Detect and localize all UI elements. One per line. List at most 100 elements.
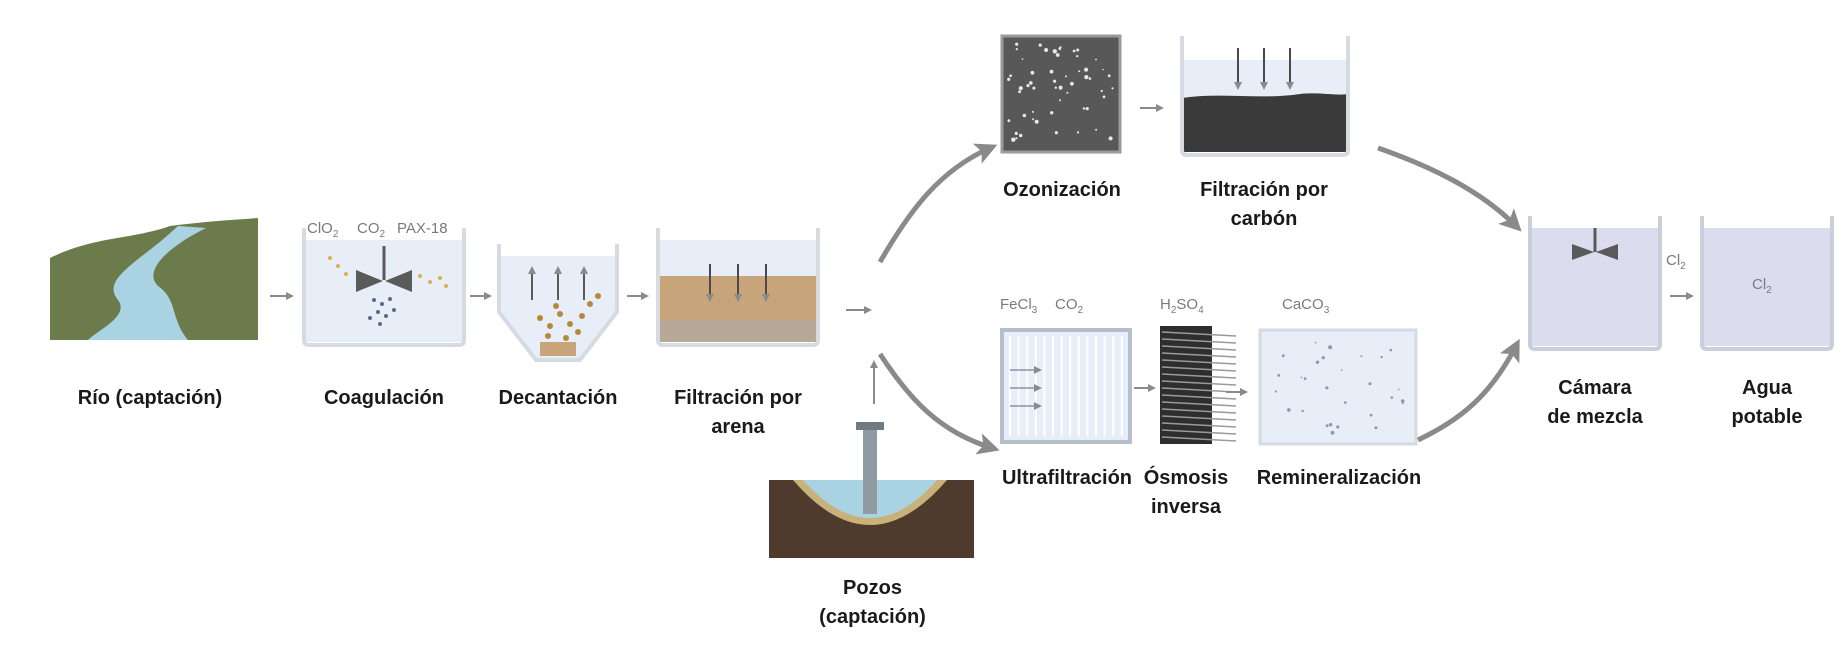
chem-cl2-tank: Cl2 [1752,276,1772,296]
ro-membrane-line [1161,345,1237,351]
chem-co2-uf: CO2 [1055,296,1084,316]
ozone-bubble [1072,49,1076,53]
mineral-particle [1328,423,1333,427]
ozone-bubble [1108,136,1113,141]
ozone-bubble [1007,77,1011,81]
ro-membrane-line [1161,331,1237,337]
ultrafiltration-unit [1000,328,1132,444]
mineral-particle [1325,386,1329,390]
ro-membrane-line [1161,359,1237,365]
ozone-bubble [1029,81,1033,85]
ozone-bubble [1031,110,1034,113]
ozone-bubble [1076,48,1080,52]
chem-caco3: CaCO3 [1282,296,1330,316]
mineral-particle [1321,356,1325,360]
mineral-particle [1374,426,1378,430]
ozone-bubble [1026,84,1030,88]
ozone-bubble [1044,48,1049,52]
ozone-bubble [1022,113,1027,118]
ro-membrane-line [1161,422,1237,428]
ozone-bubble [1059,99,1061,102]
ozone-bubble [1052,49,1058,54]
ozone-bubble [1015,137,1018,140]
ozone-bubble [1111,87,1114,90]
mineral-particle [1368,382,1372,386]
mineral-particle [1344,401,1347,404]
ozone-bubble [1030,70,1035,75]
ro-membrane-line [1161,408,1237,414]
ro-membrane-line [1161,415,1237,421]
mineral-particle [1340,369,1343,372]
mineral-particle [1328,345,1333,350]
ozone-bubble [1070,81,1074,86]
chem-clo2: ClO2 [307,220,339,240]
mineral-particle [1389,348,1393,352]
ro-membrane-line [1161,338,1237,344]
ozone-bubble [1076,55,1079,58]
ro-membrane-line [1161,387,1237,393]
ozone-bubble [1085,107,1089,111]
ro-membrane-line [1161,429,1237,435]
chem-pax18: PAX-18 [397,220,448,237]
ozone-bubble [1038,43,1042,47]
ozone-bubble [1032,118,1035,121]
label-pozos: Pozos(captación) [819,577,926,628]
mineral-particle [1360,355,1363,358]
ozone-bubble [1095,128,1098,131]
mineral-particle [1277,374,1281,377]
ozone-bubble [1018,90,1021,94]
ro-membrane-line [1161,380,1237,386]
mineral-particle [1336,425,1340,429]
ozone-bubble [1050,111,1054,115]
ozone-bubble [1102,95,1106,99]
mineral-particle [1369,413,1373,417]
mineral-particle [1325,424,1329,428]
mineral-particle [1380,355,1383,359]
wells-illustration [769,422,974,558]
ozone-bubble [1058,47,1062,50]
ro-membrane-line [1161,352,1237,358]
mineral-particle [1301,409,1304,413]
ozone-bubble [1011,137,1016,142]
ozone-bubble [1019,133,1023,138]
sand-filter-tank [656,228,820,347]
remineralization-tank [1258,328,1418,446]
ozone-bubble [1076,131,1080,134]
chem-h2so4: H2SO4 [1160,296,1204,316]
ozone-bubble [1007,119,1011,123]
river-illustration [50,218,258,340]
mineral-particle [1281,354,1285,358]
ozone-bubble [1066,91,1069,94]
reverse-osmosis-unit [1160,326,1237,444]
ozone-bubble [1018,86,1023,91]
mineral-particle [1400,399,1405,403]
ozone-bubble [1032,86,1036,90]
mixing-chamber-tank [1528,216,1662,351]
ozone-bubble [1021,58,1024,60]
mineral-particle [1303,377,1307,380]
ro-membrane-line [1161,394,1237,400]
mineral-particle [1300,376,1303,379]
potable-water-tank [1700,216,1834,351]
ozone-bubble [1058,85,1063,90]
mineral-particle [1314,341,1317,344]
mineral-particle [1330,430,1335,435]
mineral-particle [1287,408,1291,412]
ozone-bubble [1107,74,1111,78]
chem-co2-coagulation: CO2 [357,220,386,240]
ozone-bubble [1078,70,1081,73]
ozone-bubble [1084,67,1089,72]
ozone-bubble [1034,119,1039,124]
ozone-bubble [1065,75,1067,78]
ozone-bubble [1049,69,1054,74]
ozone-bubble [1084,75,1089,80]
mineral-particle [1401,402,1404,405]
decantation-tank [497,244,619,362]
ozone-bubble [1015,48,1018,51]
label-remineralizacion: Remineralización [1256,467,1422,489]
